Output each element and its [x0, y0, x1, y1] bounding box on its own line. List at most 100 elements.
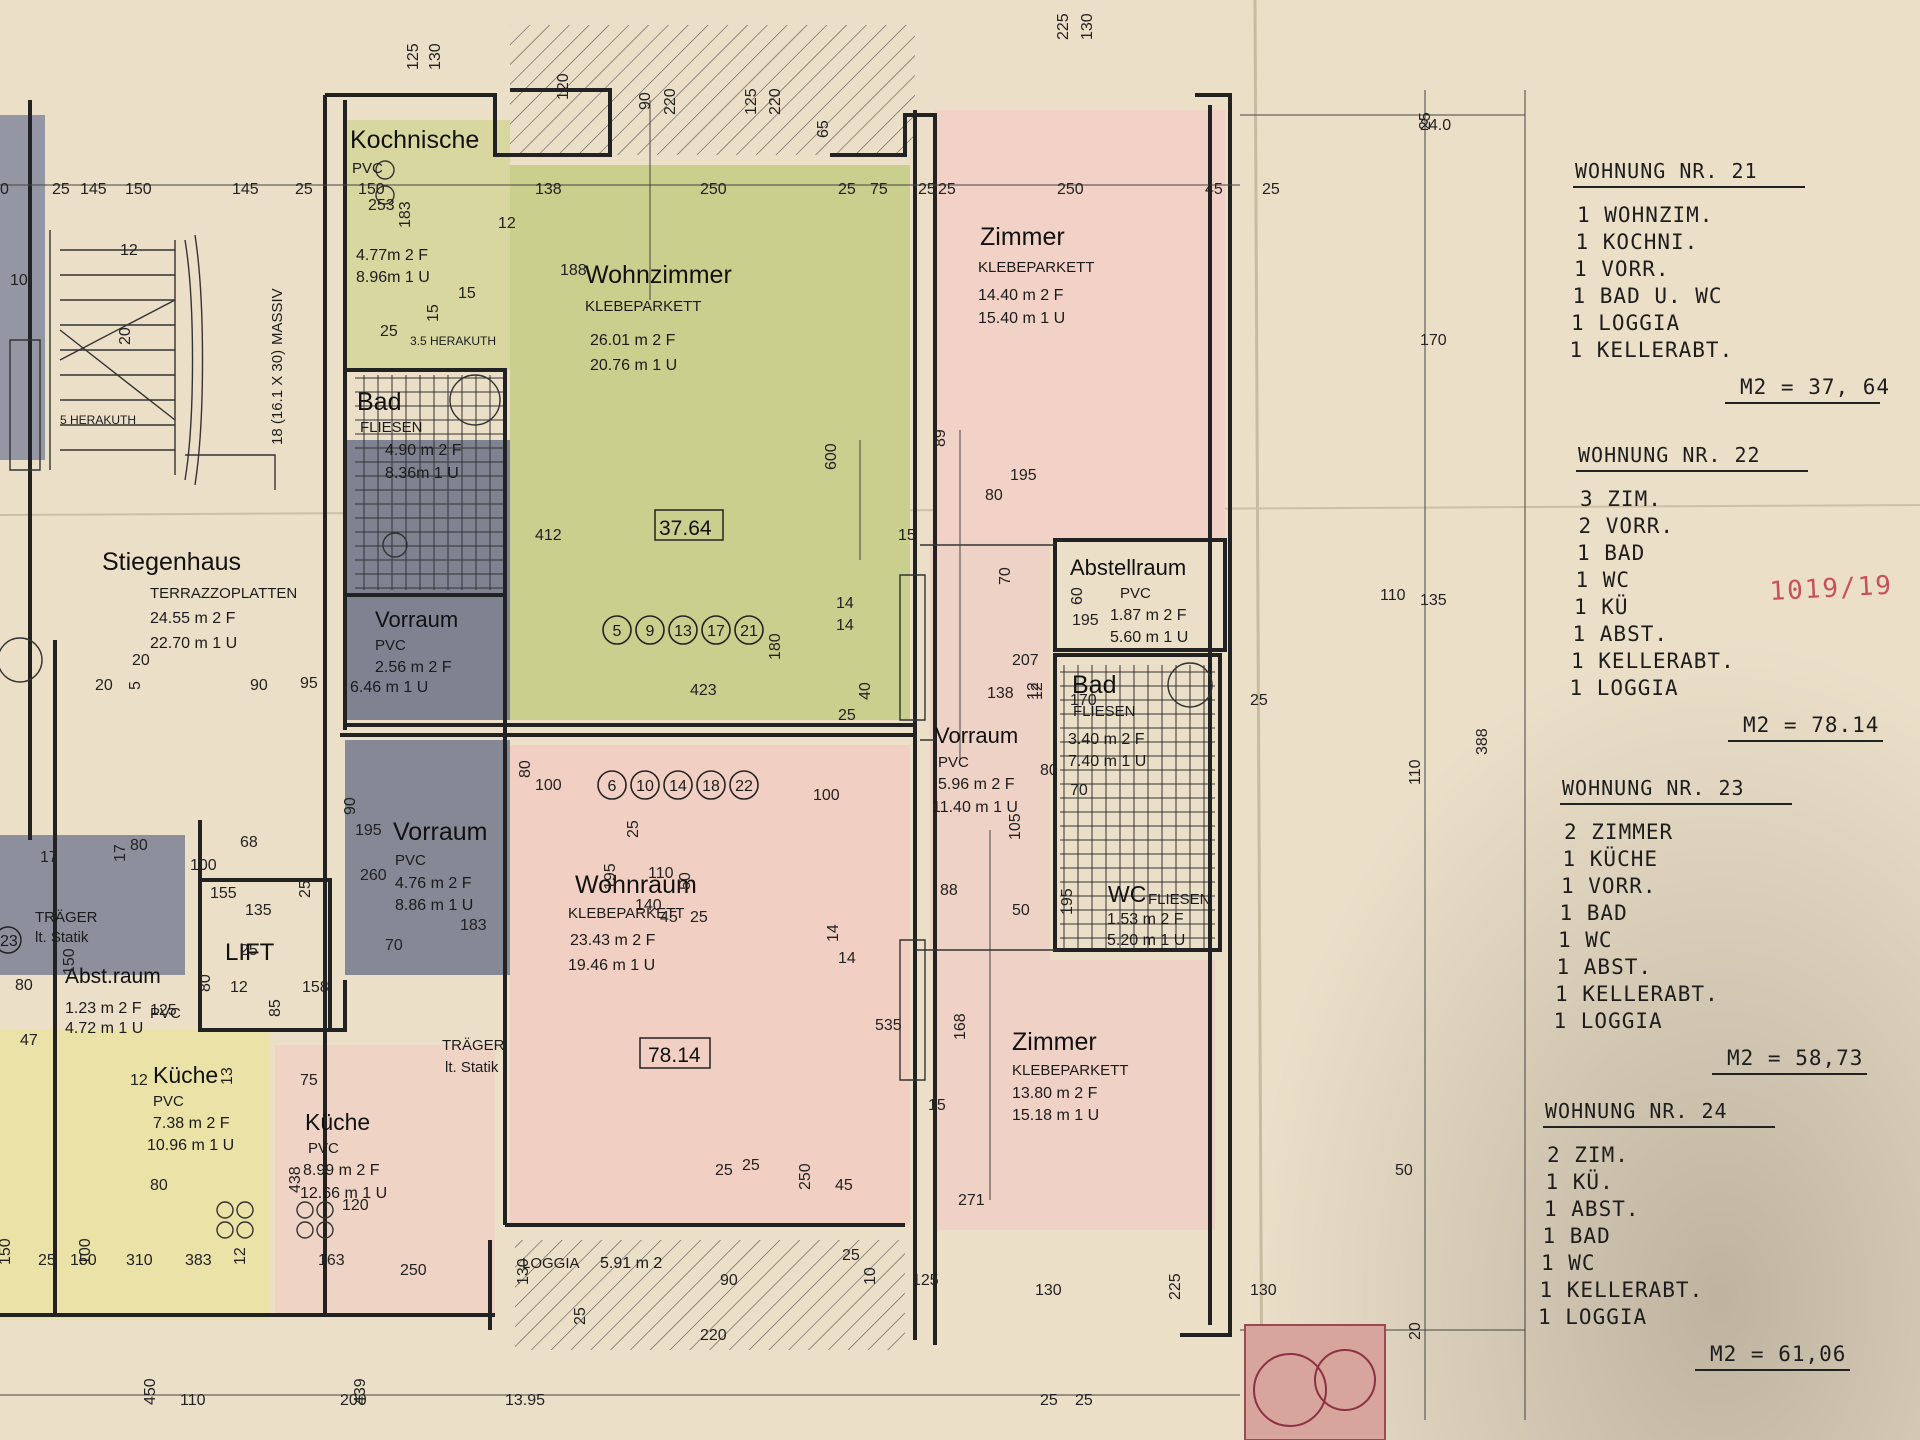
paper-fold	[1253, 0, 1264, 1440]
shaft-boxes	[9, 339, 926, 1081]
apartment-room-item: 1 LOGGIA	[1554, 1009, 1663, 1033]
bad21-floor: FLIESEN	[360, 419, 423, 436]
apartment-room-item: 2 VORR.	[1579, 514, 1675, 538]
dimension-label: 50	[1012, 902, 1030, 919]
wohnraum-name: Wohnraum	[575, 871, 697, 899]
apartment-room-item: 1 LOGGIA	[1570, 676, 1679, 700]
dimension-label: 130	[515, 1258, 532, 1285]
dimension-label: 195	[602, 863, 619, 890]
kueche1-floor: PVC	[153, 1093, 184, 1110]
revenue-stamp-seal	[1253, 1353, 1327, 1427]
fill-zimmer-bottom	[935, 960, 1215, 1230]
bad21-area: 4.90 m 2 F	[385, 442, 462, 459]
stair-material: MASSIV	[269, 288, 286, 345]
apartment-area-total: M2 = 78.14	[1743, 713, 1879, 737]
dimension-label: 25	[1040, 1392, 1058, 1409]
dimension-label: 150	[70, 1252, 97, 1269]
dimension-label: 105	[1007, 813, 1024, 840]
dimension-label: 80	[1040, 762, 1058, 779]
fill-wohnzimmer	[510, 165, 910, 720]
abstraum-perimeter: 4.72 m 1 U	[65, 1020, 143, 1037]
dimension-label: 145	[232, 181, 259, 198]
apartment-room-item: 2 ZIMMER	[1564, 820, 1673, 844]
dimension-label: 120	[342, 1197, 369, 1214]
dimension-label: 110	[1380, 587, 1406, 604]
apartment-title: WOHNUNG NR. 24	[1545, 1099, 1728, 1123]
unit-circle-label: 14	[669, 778, 687, 795]
dimension-label: 20	[1407, 1322, 1424, 1340]
vorraum21-name: Vorraum	[375, 607, 458, 632]
dimension-label: 25	[625, 820, 642, 838]
dimension-label: 25	[842, 1247, 860, 1264]
apartment-room-item: 1 BAD	[1543, 1224, 1611, 1248]
paper-shadow	[1250, 500, 1920, 1440]
dimension-label: 25	[240, 942, 258, 959]
dimension-label: 438	[287, 1166, 304, 1193]
toilet-21	[382, 532, 408, 558]
unit-circle-label: 9	[646, 623, 655, 640]
vorraum22-perimeter: 11.40 m 1 U	[932, 799, 1018, 816]
dimension-label: 60	[1069, 587, 1086, 605]
dimension-label: 125	[912, 1272, 939, 1289]
dimension-label: 75	[300, 1072, 318, 1089]
wall-bad21	[345, 368, 507, 597]
dimension-label: 100	[77, 1238, 94, 1265]
dimension-label: 170	[1420, 332, 1447, 349]
dimension-label: 225	[1167, 1273, 1184, 1300]
revenue-stamp	[1244, 1324, 1386, 1440]
dimension-label: 15	[458, 285, 476, 302]
dimension-label: 388	[1474, 728, 1491, 755]
zimmer-top-perimeter: 15.40 m 1 U	[978, 310, 1065, 327]
fill-vorraum-left	[345, 740, 510, 975]
dimension-label: 200	[340, 1392, 367, 1409]
dimension-label: 90	[720, 1272, 738, 1289]
dimension-label: 14	[838, 950, 856, 967]
dimension-label: 88	[940, 882, 958, 899]
apartment-room-item: 1 KOCHNI.	[1576, 230, 1699, 254]
dimension-label: 535	[875, 1017, 902, 1034]
dimension-label: 155	[210, 885, 237, 902]
stair-note: 18 (16.1 X 30)	[269, 350, 286, 445]
stairs	[49, 230, 276, 490]
vorraum22-floor: PVC	[938, 754, 969, 771]
dimension-lines	[0, 90, 1526, 1420]
kueche1-name: Küche	[153, 1062, 218, 1088]
dimension-label: 180	[767, 633, 784, 660]
unit-circle	[701, 615, 731, 645]
bad22-perimeter: 7.40 m 1 U	[1068, 753, 1146, 770]
room-labels: Kochnische PVC 4.77m 2 F 8.96m 1 U Bad F…	[0, 126, 1211, 1272]
dimension-label: 25	[918, 181, 936, 198]
dimension-label: 13	[219, 1067, 236, 1085]
apartment-room-item: 1 ABST.	[1544, 1197, 1640, 1221]
wohnraum-area: 23.43 m 2 F	[570, 932, 656, 949]
zimmer-bottom-perimeter: 15.18 m 1 U	[1012, 1107, 1099, 1124]
vorraum-left-floor: PVC	[395, 852, 426, 869]
dimension-label: 225	[1055, 13, 1072, 40]
room-fills	[0, 25, 1225, 1350]
hob-6	[316, 1201, 334, 1219]
bathtub-basin-21	[449, 374, 501, 426]
dimension-label: 80	[150, 1177, 168, 1194]
dimension-label: 10	[10, 272, 28, 289]
dimension-label: 25	[715, 1162, 733, 1179]
wall-lift-area	[198, 820, 347, 1032]
vorraum-left-perimeter: 8.86 m 1 U	[395, 897, 473, 914]
dimension-label: 25	[380, 323, 398, 340]
unit-circle-label: 21	[740, 623, 758, 640]
traeger1-name: TRÄGER	[35, 909, 98, 926]
dimension-label: 85	[267, 999, 284, 1017]
wc-perimeter: 5.20 m 1 U	[1107, 932, 1185, 949]
total21: 37.64	[659, 517, 712, 540]
kueche2-perimeter: 12.66 m 1 U	[300, 1185, 387, 1202]
abstellraum-perimeter: 5.60 m 1 U	[1110, 629, 1188, 646]
zimmer-bottom-name: Zimmer	[1012, 1028, 1097, 1056]
apartment-room-item: 1 KELLERABT.	[1570, 338, 1734, 362]
apartment-room-item: 1 BAD U. WC	[1573, 284, 1723, 308]
unit-circle	[597, 770, 627, 800]
dimension-label: 100	[535, 777, 562, 794]
fill-kueche1	[0, 1030, 270, 1320]
unit-circle	[602, 615, 632, 645]
traeger2-name: TRÄGER	[442, 1037, 505, 1054]
dimension-label: 250	[400, 1262, 427, 1279]
unit-circle-label: 22	[735, 778, 753, 795]
